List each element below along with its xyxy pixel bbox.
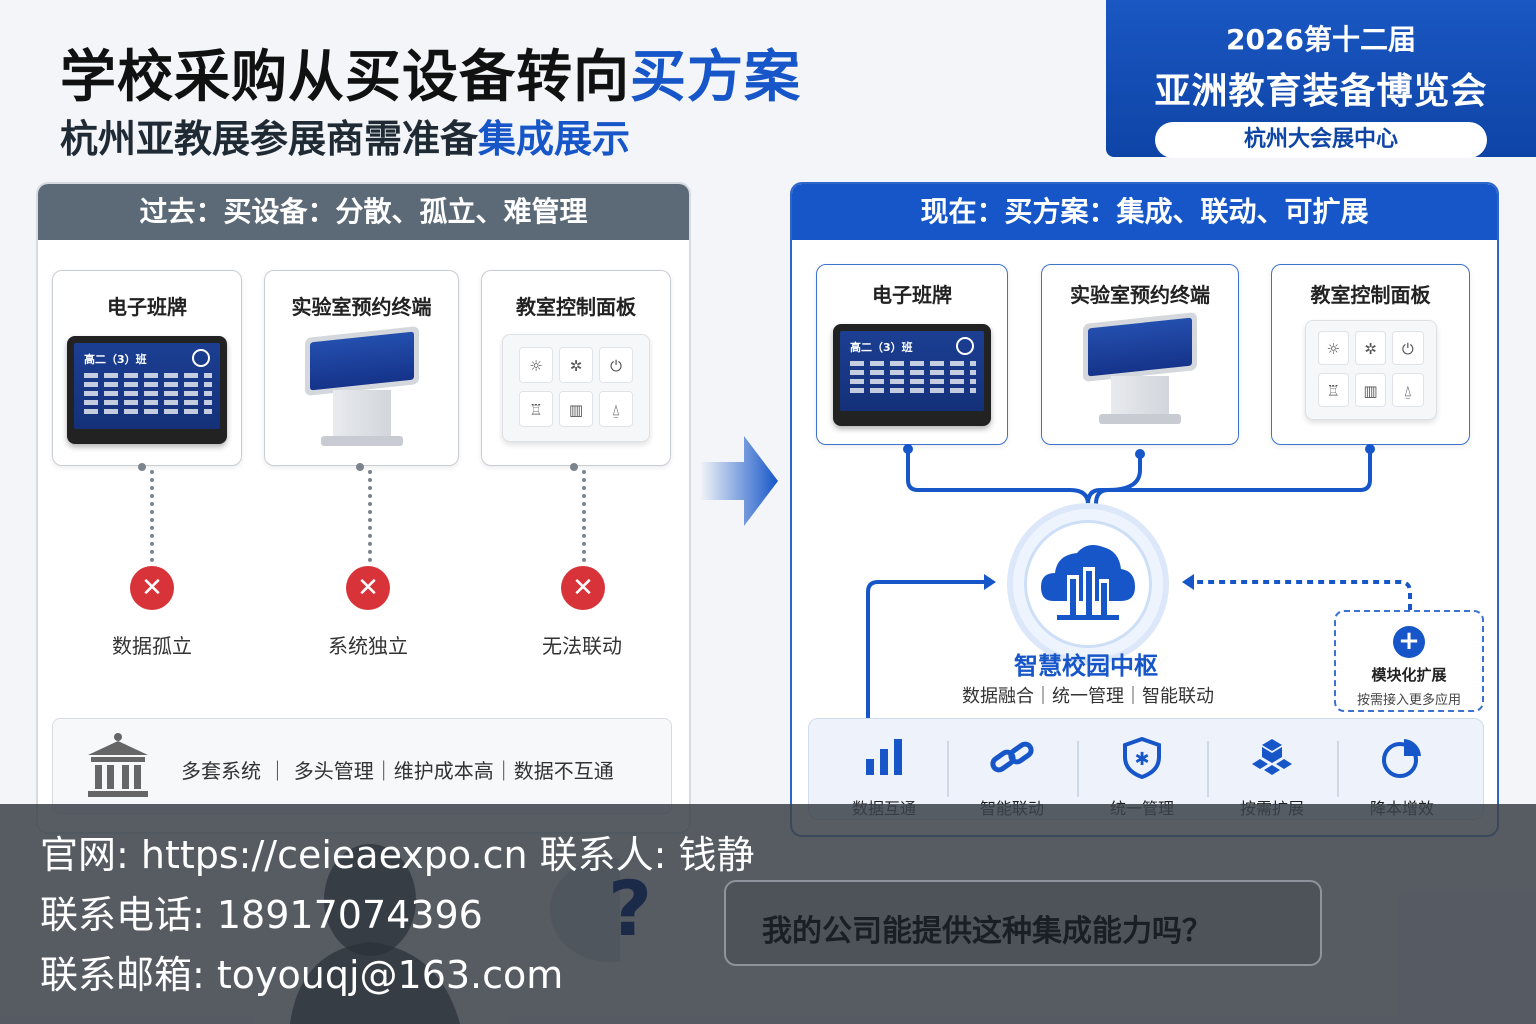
card-title: 实验室预约终端 (1070, 283, 1210, 307)
curtain-icon: ▥ (559, 391, 593, 427)
past-summary-text: 多套系统 ｜ 多头管理｜维护成本高｜数据不互通 (181, 759, 614, 783)
power-icon: ⏻ (599, 347, 633, 383)
kiosk-device (265, 326, 458, 452)
card-title: 电子班牌 (107, 295, 187, 319)
question-text: 我的公司能提供这种集成能力吗？ (762, 914, 1212, 949)
present-card-lab-terminal: 实验室预约终端 (1041, 264, 1239, 445)
module-title: 模块化扩展 (1371, 666, 1447, 684)
error-x-icon: ✕ (346, 566, 390, 610)
svg-text:✱: ✱ (1134, 749, 1149, 770)
expo-year: 2026第十二届 (1226, 23, 1416, 56)
connector-dot (356, 463, 364, 471)
fan-icon: ✲ (559, 347, 593, 383)
tablet-device: 高二（3）班 (67, 336, 227, 444)
past-card-lab-terminal: 实验室预约终端 (264, 270, 459, 466)
card-title: 电子班牌 (872, 283, 952, 307)
projector-icon: ♖ (519, 391, 553, 427)
building-icon (88, 733, 148, 797)
past-card-class-board: 电子班牌 高二（3）班 (52, 270, 242, 466)
problem-label: 无法联动 (542, 634, 622, 658)
present-card-class-board: 电子班牌 高二（3）班 (816, 264, 1008, 445)
link-icon (947, 737, 1077, 781)
bar-chart-icon (819, 737, 949, 781)
subtitle-accent: 集成展示 (478, 117, 631, 161)
error-x-icon: ✕ (561, 566, 605, 610)
title-main: 学校采购从买设备转向 (60, 45, 630, 110)
card-title: 实验室预约终端 (291, 295, 432, 319)
class-board-device: 高二（3）班 (53, 336, 241, 444)
hub-core (1024, 520, 1152, 648)
dashed-connector (368, 470, 372, 562)
past-summary-bar: 多套系统 ｜ 多头管理｜维护成本高｜数据不互通 (52, 718, 672, 814)
contact-phone: 联系电话: 18917074396 (40, 893, 483, 937)
hub-subtitle: 数据融合｜统一管理｜智能联动 (962, 686, 1214, 707)
expo-venue-badge: 杭州大会展中心 (1155, 122, 1487, 158)
bell-icon: ⍙ (599, 391, 633, 427)
present-panel-heading: 现在：买方案：集成、联动、可扩展 (792, 184, 1497, 240)
cubes-icon (1207, 737, 1337, 781)
cloud-building-icon (1041, 545, 1135, 620)
question-mark-icon: ? (608, 864, 653, 953)
transition-arrow-icon (700, 436, 778, 526)
connector-dot (138, 463, 146, 471)
thinking-person-silhouette (290, 844, 620, 1024)
expo-banner: 2026第十二届 亚洲教育装备博览会 杭州大会展中心 (1106, 0, 1536, 158)
problem-label: 系统独立 (328, 634, 408, 658)
title-accent: 买方案 (630, 45, 801, 110)
card-title: 教室控制面板 (516, 295, 636, 319)
question-bubble: 我的公司能提供这种集成能力吗？ (724, 880, 1322, 966)
shield-icon: ✱ (1077, 736, 1207, 781)
contact-website-person: 官网: https://ceieaexpo.cn 联系人: 钱静 (40, 833, 755, 877)
hub-connectors (866, 444, 1412, 720)
past-card-control-panel: 教室控制面板 ☼ ✲ ⏻ ♖ ▥ ⍙ (481, 270, 671, 466)
light-icon: ☼ (519, 347, 553, 383)
page-title: 学校采购从买设备转向买方案 (60, 32, 801, 113)
present-card-control-panel: 教室控制面板 ☼ ✲ ⏻ ♖ ▥ ⍙ (1271, 264, 1470, 445)
switch-device: ☼ ✲ ⏻ ♖ ▥ ⍙ (1272, 320, 1469, 420)
tablet-class-label: 高二（3）班 (850, 341, 913, 354)
switch-device: ☼ ✲ ⏻ ♖ ▥ ⍙ (482, 334, 670, 442)
contact-email: 联系邮箱: toyouqj@163.com (40, 953, 564, 997)
dashed-connector (150, 470, 154, 562)
card-title: 教室控制面板 (1310, 283, 1431, 307)
page-subtitle: 杭州亚教展参展商需准备集成展示 (60, 108, 630, 163)
past-panel-heading: 过去：买设备：分散、孤立、难管理 (38, 184, 689, 240)
subtitle-main: 杭州亚教展参展商需准备 (60, 117, 479, 161)
pie-chart-icon (1337, 737, 1467, 781)
modular-expansion-box: + 模块化扩展 按需接入更多应用 (1334, 610, 1484, 712)
module-subtitle: 按需接入更多应用 (1356, 693, 1461, 708)
clock-icon (192, 349, 210, 367)
class-board-device: 高二（3）班 (817, 324, 1007, 426)
bell-icon: ⍙ (1392, 373, 1424, 407)
dashed-connector (582, 470, 586, 562)
projector-icon: ♖ (1317, 373, 1349, 407)
expo-name: 亚洲教育装备博览会 (1154, 71, 1488, 112)
clock-icon (956, 337, 974, 355)
power-icon: ⏻ (1392, 331, 1424, 365)
kiosk-device (1042, 312, 1238, 428)
problem-label: 数据孤立 (112, 634, 192, 658)
plus-icon: + (1393, 626, 1425, 658)
error-x-icon: ✕ (130, 566, 174, 610)
curtain-icon: ▥ (1354, 373, 1387, 407)
hub-title: 智慧校园中枢 (1014, 652, 1158, 680)
connector-dot (570, 463, 578, 471)
fan-icon: ✲ (1354, 331, 1387, 365)
light-icon: ☼ (1317, 331, 1349, 365)
tablet-class-label: 高二（3）班 (84, 353, 147, 366)
